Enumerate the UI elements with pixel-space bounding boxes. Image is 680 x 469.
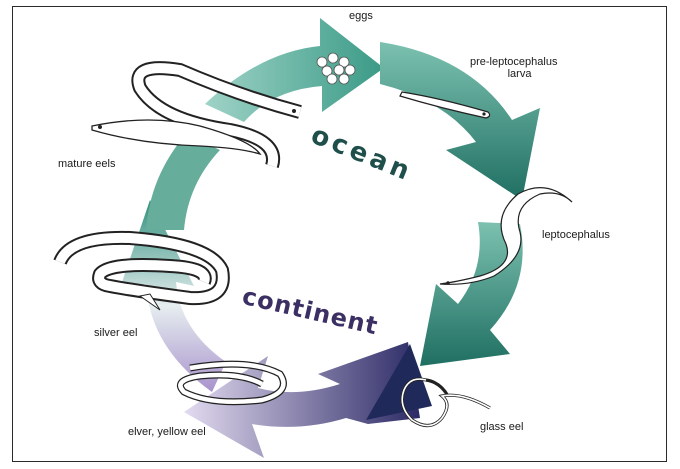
label-eggs: eggs [349, 10, 373, 22]
label-glass-eel: glass eel [480, 421, 523, 433]
label-pre-leptocephalus: pre-leptocephalus larva [470, 56, 557, 80]
label-silver-eel: silver eel [94, 327, 137, 339]
label-pre-leptocephalus-line2: larva [470, 68, 557, 80]
arrow-left-upper [146, 134, 220, 230]
label-pre-leptocephalus-line1: pre-leptocephalus [470, 56, 557, 68]
label-mature-eels: mature eels [58, 158, 115, 170]
label-elver-yellow-eel: elver, yellow eel [128, 426, 206, 438]
label-leptocephalus: leptocephalus [542, 229, 610, 241]
